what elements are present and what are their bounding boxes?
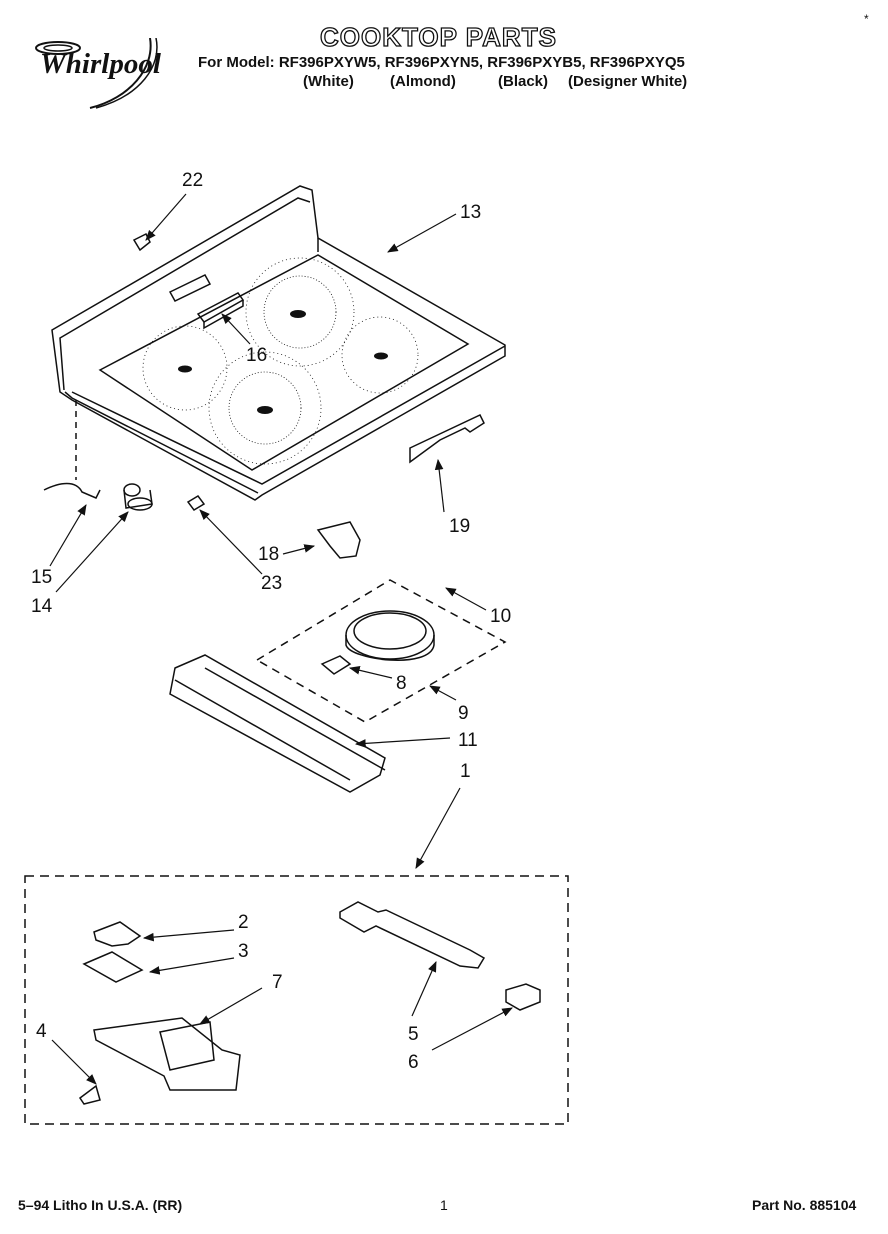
part-4-clip: [78, 1084, 101, 1105]
model-list: For Model: RF396PXYW5, RF396PXYN5, RF396…: [198, 54, 685, 71]
part-15-wire: [43, 482, 101, 499]
callout-22: 22: [182, 170, 204, 191]
color-black: (Black): [498, 73, 549, 90]
part-9-heating-element: [345, 610, 435, 661]
part-number: Part No. 885104: [752, 1197, 857, 1213]
callout-11: 11: [458, 730, 478, 751]
callout-7: 7: [272, 972, 283, 993]
callout-10: 10: [490, 606, 512, 627]
element-assembly-boundary: [255, 579, 507, 723]
callout-18: 18: [258, 544, 280, 565]
part-22-clip: [132, 232, 151, 252]
callout-5: 5: [408, 1024, 419, 1045]
whirlpool-logo: [30, 37, 185, 115]
part-2-switch: [93, 921, 142, 947]
page-number: 1: [440, 1197, 448, 1213]
callout-3: 3: [238, 941, 249, 962]
radiant-surface-patterns: [142, 257, 419, 465]
callout-4: 4: [36, 1021, 47, 1042]
part-11-support-channel: [169, 654, 386, 793]
callout-19: 19: [449, 516, 471, 537]
footer-litho: 5–94 Litho In U.S.A. (RR): [18, 1197, 183, 1213]
callout-leaders: [49, 193, 513, 1085]
part-7-bracket: [93, 1017, 241, 1091]
part-19-strip: [409, 414, 485, 464]
part-3-insulator: [82, 951, 144, 983]
logo-swoosh-icon: [35, 37, 158, 109]
brand-wordmark: Whirlpool: [40, 48, 161, 80]
callout-23: 23: [261, 573, 283, 594]
part-14-knob: [123, 483, 153, 511]
part-5-rod: [339, 901, 486, 969]
part-23-clip: [186, 495, 206, 511]
callout-8: 8: [396, 673, 407, 694]
callout-2: 2: [238, 912, 249, 933]
part-1-kit-boundary: [24, 875, 569, 1125]
part-18-switch: [316, 521, 361, 559]
cooktop-main-top-part: [51, 185, 506, 501]
callout-1: 1: [460, 761, 471, 782]
callout-16: 16: [246, 345, 268, 366]
part-6-connector: [505, 983, 541, 1011]
color-designer-white: (Designer White): [568, 73, 688, 90]
callout-6: 6: [408, 1052, 419, 1073]
callout-13: 13: [460, 202, 482, 223]
page-title: COOKTOP PARTS: [319, 21, 557, 52]
callout-15: 15: [31, 567, 53, 588]
corner-mark: *: [864, 12, 869, 26]
color-almond: (Almond): [390, 73, 456, 90]
part-8-terminal: [320, 655, 352, 675]
callout-14: 14: [31, 596, 53, 617]
callout-9: 9: [458, 703, 469, 724]
color-white: (White): [303, 73, 354, 90]
